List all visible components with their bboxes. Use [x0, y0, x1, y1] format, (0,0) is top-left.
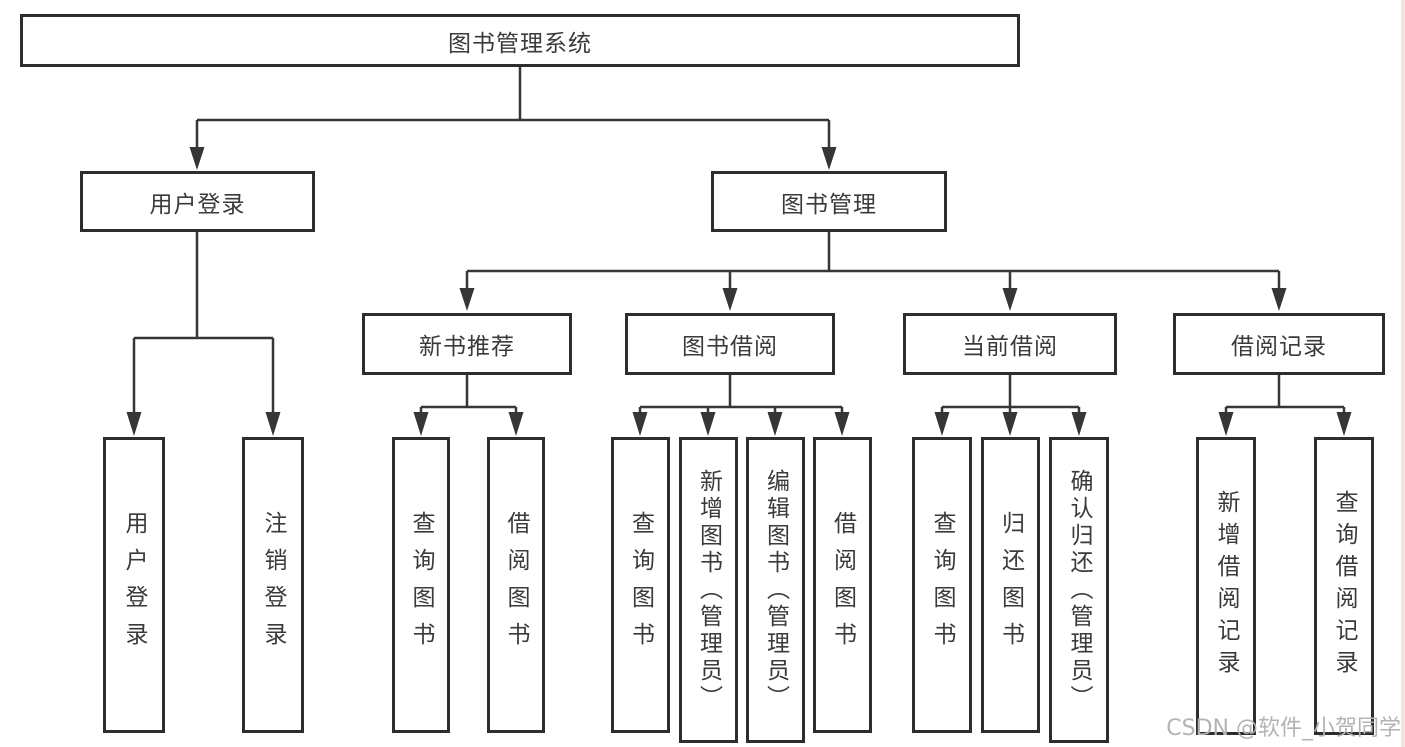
- node-label: 借阅图书: [503, 511, 529, 659]
- node-new-book-recommend: 新书推荐: [362, 313, 572, 375]
- node-label: 查询图书: [929, 511, 955, 659]
- node-leaf-add-book-admin: 新增图书（管理员）: [679, 437, 738, 743]
- node-label: 新增图书（管理员）: [695, 468, 722, 712]
- node-book-borrow: 图书借阅: [625, 313, 835, 375]
- node-label: 归还图书: [997, 511, 1024, 659]
- node-label: 查询图书: [627, 511, 654, 659]
- node-borrow-records: 借阅记录: [1173, 313, 1385, 375]
- node-leaf-edit-book-admin: 编辑图书（管理员）: [746, 437, 805, 743]
- node-label: 图书借阅: [682, 334, 778, 360]
- node-label: 查询借阅记录: [1331, 490, 1357, 682]
- node-leaf-confirm-return-admin: 确认归还（管理员）: [1049, 437, 1109, 743]
- node-user-login: 用户登录: [80, 171, 315, 232]
- node-leaf-user-login: 用户登录: [103, 437, 165, 733]
- node-label: 用户登录: [121, 511, 147, 659]
- node-label: 注销登录: [260, 511, 286, 659]
- node-leaf-query-book-3: 查询图书: [912, 437, 972, 733]
- node-leaf-add-borrow-record: 新增借阅记录: [1196, 437, 1256, 735]
- node-label: 图书管理: [781, 191, 877, 218]
- node-root: 图书管理系统: [20, 14, 1020, 67]
- arrowhead-icons: [126, 147, 1352, 436]
- connector-paths: [132, 67, 1346, 414]
- node-label: 借阅图书: [829, 511, 856, 659]
- node-leaf-query-book-2: 查询图书: [611, 437, 670, 733]
- node-leaf-query-borrow-record: 查询借阅记录: [1314, 437, 1374, 735]
- node-leaf-query-book-1: 查询图书: [392, 437, 450, 733]
- csdn-watermark: CSDN @软件_小贺同学: [1166, 716, 1401, 741]
- node-label: 新书推荐: [419, 334, 515, 360]
- node-leaf-borrow-book-1: 借阅图书: [487, 437, 545, 733]
- node-leaf-logout: 注销登录: [242, 437, 304, 733]
- node-label: 图书管理系统: [448, 30, 592, 57]
- node-book-management: 图书管理: [711, 171, 947, 232]
- node-label: 用户登录: [149, 191, 246, 218]
- node-current-borrow: 当前借阅: [903, 313, 1117, 375]
- node-label: 新增借阅记录: [1213, 490, 1239, 682]
- node-label: 查询图书: [408, 511, 434, 659]
- node-label: 编辑图书（管理员）: [762, 468, 789, 712]
- node-label: 确认归还（管理员）: [1066, 468, 1092, 712]
- node-leaf-return-book: 归还图书: [981, 437, 1040, 733]
- node-label: 当前借阅: [962, 334, 1058, 360]
- node-label: 借阅记录: [1231, 334, 1327, 360]
- node-leaf-borrow-book-2: 借阅图书: [813, 437, 872, 733]
- right-edge-strip: [1401, 0, 1405, 747]
